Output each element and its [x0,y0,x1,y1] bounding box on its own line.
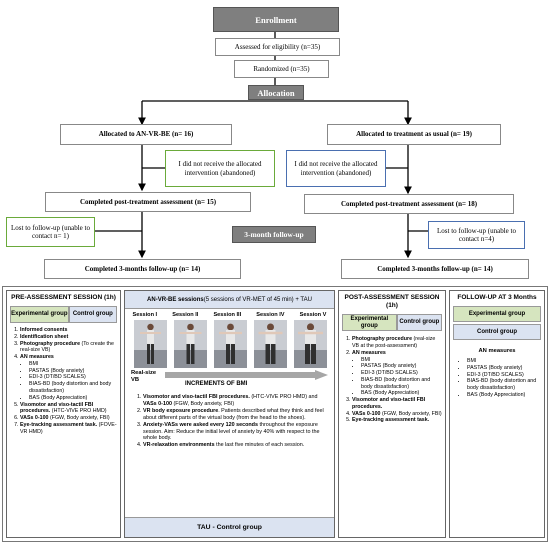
post-an-measures-list: BMI PASTAS (Body anxiety) EDI-3 (DT/BD S… [352,357,442,398]
protocol-frame [2,286,548,542]
measure-item: BIAS-BD (body distortion and body dissat… [361,377,442,391]
measure-item: PASTAS (Body anxiety) [361,363,442,370]
followup-panel: FOLLOW-UP AT 3 Months Experimental group… [449,290,545,538]
session-label: Session III [213,312,242,318]
pre-item: Informed consents [20,327,117,334]
complete-right-box: Completed 3-months follow-up (n= 14) [341,259,529,279]
avatar-image [174,320,207,368]
measure-item: PASTAS (Body anxiety) [29,368,117,375]
noreceive-left-box: I did not receive the allocated interven… [165,150,275,187]
measure-item: PASTAS (Body anxiety) [467,365,541,372]
measure-item: BMI [361,357,442,364]
pre-assessment-list: Informed consents Identification sheet P… [10,327,117,435]
post-item: VASs 0-100 (FGW, Body anxiety, FBI) [352,411,442,418]
avatar-figures [134,320,327,368]
eligibility-box: Assessed for eligibility (n=35) [215,38,340,56]
enrollment-header: Enrollment [213,7,339,32]
pre-item: Identification sheet [20,334,117,341]
vr-session-list: Visomotor and viso-tactil FBI procedures… [125,394,334,449]
tau-control-label: TAU - Control group [125,517,334,537]
pre-an-measures-list: BMI PASTAS (Body anxiety) EDI-3 (DT/BD S… [20,361,117,402]
avatar-image [214,320,247,368]
pre-assessment-panel: PRE-ASSESSMENT SESSION (1h) Experimental… [6,290,121,538]
lost-right-box: Lost to follow-up (unable to contact n=4… [428,221,525,249]
vr-item: Anxiety-VASs were asked every 120 second… [143,422,328,443]
post-item: Photography procedure (real-size VB at t… [352,336,442,350]
session-label: Session I [132,312,158,318]
measure-item: BAS (Body Appreciation) [29,395,117,402]
session-label: Session V [299,312,327,318]
post-assessment-title: POST-ASSESSMENT SESSION (1h) [344,294,440,310]
vr-item: Visomotor and viso-tactil FBI procedures… [143,394,328,408]
vr-sessions-title: AN-VR-BE sessions (5 sessions of VR-MET … [125,291,334,309]
allocation-header: Allocation [248,85,304,100]
measure-item: BIAS-BD (body distortion and body dissat… [29,381,117,395]
vr-item: VR-relaxation environments the last five… [143,442,328,449]
allocated-tau-box: Allocated to treatment as usual (n= 19) [327,124,501,145]
noreceive-right-box: I did not receive the allocated interven… [286,150,386,187]
fu-control-group: Control group [453,324,541,341]
pre-control-group: Control group [68,306,117,324]
real-size-label: Real-size VB [131,370,157,383]
measure-item: BMI [29,361,117,368]
measure-item: EDI-3 (DT/BD SCALES) [29,374,117,381]
followup-header: 3-month follow-up [232,226,316,243]
post-assessment-list: Photography procedure (real-size VB at t… [342,336,442,424]
pre-item: Eye-tracking assessment task. (FOVE-VR H… [20,422,117,436]
complete-left-box: Completed 3-months follow-up (n= 14) [44,259,241,279]
pre-experimental-group: Experimental group [10,306,69,324]
lost-left-box: Lost to follow-up (unable to contact n= … [6,217,95,247]
measure-item: EDI-3 (DT/BD SCALES) [361,370,442,377]
bmi-arrow [165,370,328,380]
pre-item: VASs 0-100 (FGW, Body anxiety, FBI) [20,415,117,422]
measure-item: BIAS-BD (body distortion and body dissat… [467,378,541,392]
randomized-box: Randomized (n=35) [234,60,329,78]
fu-experimental-group: Experimental group [453,306,541,323]
allocated-vr-box: Allocated to AN-VR-BE (n= 16) [60,124,232,145]
increments-label: INCREMENTS OF BMI [185,381,248,387]
pre-assessment-title: PRE-ASSESSMENT SESSION (1h) [11,294,116,301]
followup-title: FOLLOW-UP AT 3 Months [457,294,537,301]
avatar-image [134,320,167,368]
pre-item: Visomotor and viso-tactil FBI procedures… [20,402,117,416]
fu-measures-title: AN measures [478,348,516,355]
session-label: Session IV [256,312,285,318]
avatar-image [254,320,287,368]
post-right-box: Completed post-treatment assessment (n= … [304,194,514,214]
pre-item: Photography procedure (To create the rea… [20,341,117,355]
pre-item: AN measures BMI PASTAS (Body anxiety) ED… [20,354,117,401]
post-item: Eye-tracking assessment task. [352,417,442,424]
measure-item: BAS (Body Appreciation) [361,390,442,397]
post-control-group: Control group [396,314,442,332]
measure-item: BMI [467,358,541,365]
session-label: Session II [172,312,199,318]
post-left-box: Completed post-treatment assessment (n= … [45,192,251,212]
fu-measures-list: BMI PASTAS (Body anxiety) EDI-3 (DT/BD S… [453,358,541,399]
vr-sessions-panel: AN-VR-BE sessions (5 sessions of VR-MET … [124,290,335,538]
post-item: Visomotor and viso-tactil FBI procedures… [352,397,442,411]
vr-item: VR body exposure procedure. Patients des… [143,408,328,422]
measure-item: BAS (Body Appreciation) [467,392,541,399]
post-assessment-panel: POST-ASSESSMENT SESSION (1h) Experimenta… [338,290,446,538]
post-experimental-group: Experimental group [342,314,397,332]
post-item: AN measures BMI PASTAS (Body anxiety) ED… [352,350,442,397]
avatar-image [294,320,327,368]
measure-item: EDI-3 (DT/BD SCALES) [467,372,541,379]
